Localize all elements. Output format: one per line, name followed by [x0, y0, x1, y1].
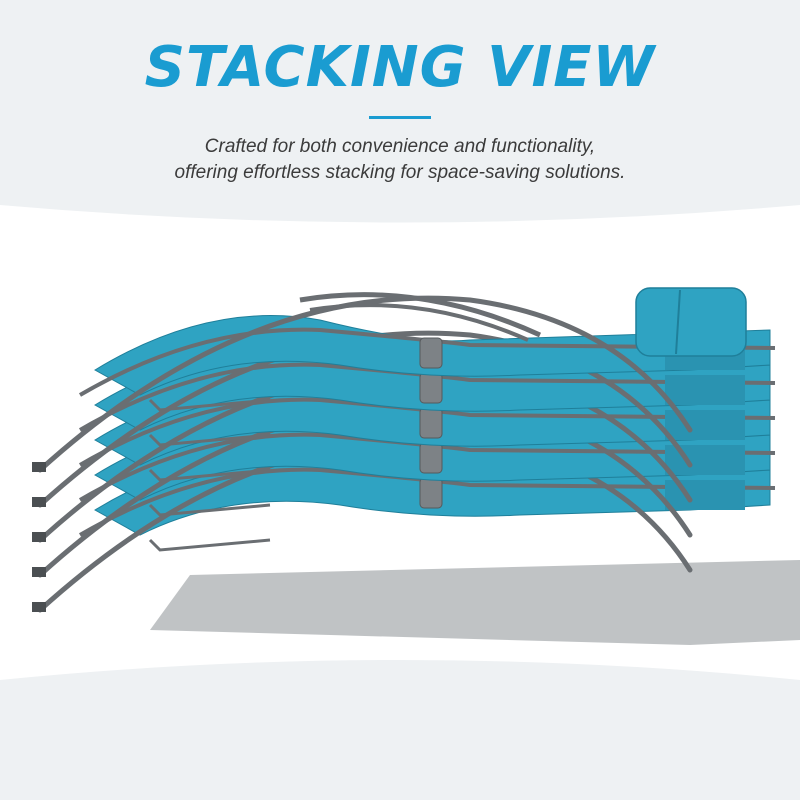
lounger-head-end [665, 375, 745, 405]
lounger-5 [32, 435, 776, 613]
lounger-foot-cap [32, 462, 46, 472]
lounger-foot-cap [32, 567, 46, 577]
lounger-back-support [148, 398, 271, 412]
page-title: STACKING VIEW [144, 35, 656, 100]
lounger-foot-cap [32, 602, 46, 612]
subtitle-line-2: offering effortless stacking for space-s… [174, 162, 626, 183]
lounger-back-support [148, 503, 271, 517]
lounger-back-support [148, 433, 271, 447]
lounger-pivot-bracket [419, 372, 443, 404]
lounger-2 [32, 330, 776, 508]
lounger-pivot-bracket [419, 407, 443, 439]
top-back-arch [299, 292, 542, 338]
top-back-arch-inner [309, 303, 529, 342]
pillow-seam [675, 289, 681, 355]
floor-shadow [150, 560, 800, 645]
lounger-pivot-bracket [419, 477, 443, 509]
lounger-foot-cap [32, 497, 46, 507]
lounger-stack [32, 287, 776, 613]
subtitle-line-1: Crafted for both convenience and functio… [204, 136, 596, 157]
lounger-pivot-bracket [419, 337, 443, 369]
title-underline [369, 116, 431, 119]
lounger-pivot-bracket [419, 442, 443, 474]
lounger-foot-cap [32, 532, 46, 542]
headrest-pillow [635, 287, 747, 357]
lounger-back-support [148, 468, 271, 482]
lounger-back-support [148, 538, 271, 552]
lounger-arch-leg [37, 295, 693, 473]
lounger-arch-leg [37, 330, 693, 508]
